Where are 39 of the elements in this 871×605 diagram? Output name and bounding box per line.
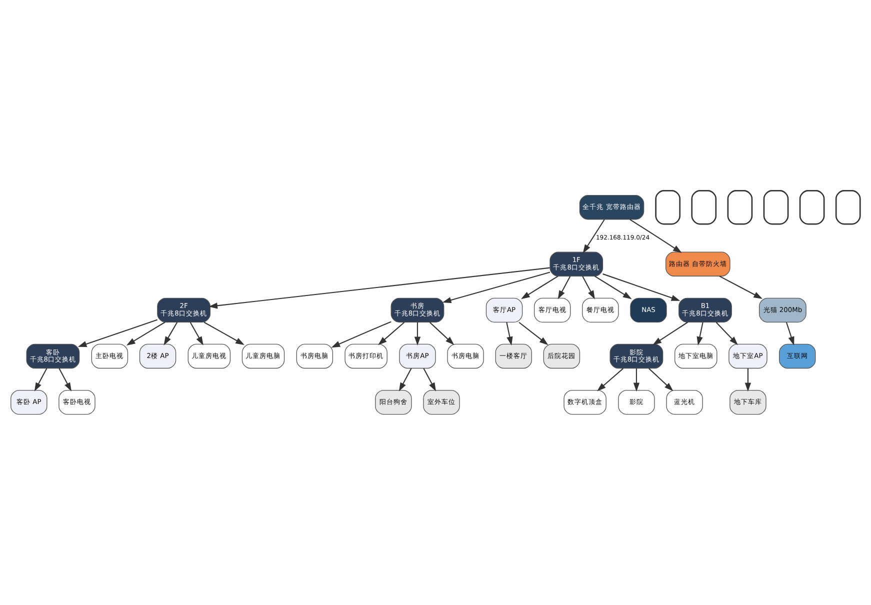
arrow <box>58 368 72 392</box>
arrow <box>78 319 158 347</box>
arrow <box>582 276 595 300</box>
arrow <box>582 219 605 254</box>
node-box <box>835 190 861 225</box>
arrow <box>744 368 752 392</box>
arrow <box>423 368 436 392</box>
node-box <box>763 190 789 225</box>
node-box <box>691 190 717 225</box>
arrow <box>696 322 704 346</box>
node-box <box>799 190 825 225</box>
arrow <box>331 321 392 348</box>
arrow <box>164 322 178 346</box>
arrow <box>558 276 571 300</box>
arrow <box>633 368 640 392</box>
arrow <box>719 276 763 299</box>
arrow <box>518 322 548 346</box>
arrow <box>786 322 794 346</box>
arrow <box>520 276 558 300</box>
arrow <box>716 322 738 346</box>
node-box <box>727 190 753 225</box>
node-box <box>655 190 681 225</box>
arrow <box>442 272 550 304</box>
arrow <box>378 322 405 346</box>
arrow <box>429 322 454 346</box>
arrow <box>34 368 48 392</box>
arrow <box>506 322 513 346</box>
arrow <box>652 322 688 346</box>
arrow <box>204 322 244 345</box>
arrow <box>190 322 204 346</box>
arrow <box>602 273 680 301</box>
arrow <box>594 276 632 300</box>
arrow <box>398 368 412 392</box>
arrow <box>208 267 550 309</box>
arrow <box>126 322 166 346</box>
arrow <box>630 218 682 253</box>
arrow <box>648 368 674 392</box>
arrow <box>597 368 624 392</box>
arrow <box>414 322 421 346</box>
